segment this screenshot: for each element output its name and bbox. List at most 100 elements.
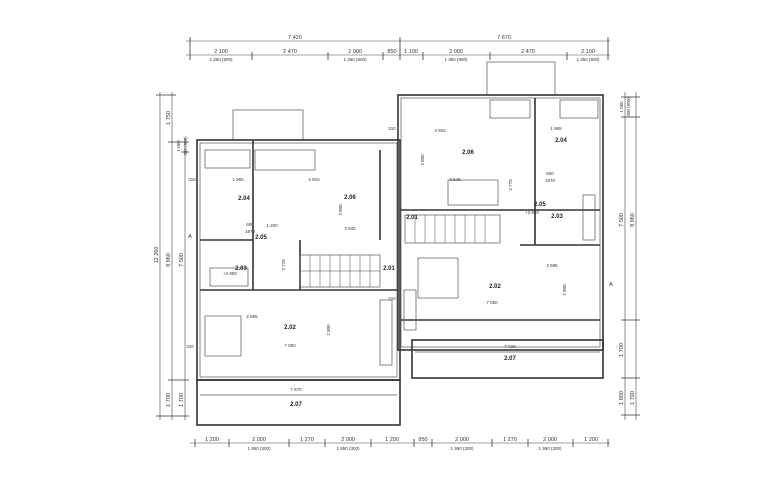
- dim-segment: 2 100: [214, 49, 228, 55]
- dim-segment: 7 500: [179, 253, 185, 267]
- dim-segment: 1 700: [166, 393, 172, 407]
- dim-segment: 1 270: [503, 437, 517, 443]
- dim-label: 1 965: [550, 126, 562, 131]
- dim-sub: 300 (900): [626, 97, 631, 117]
- dim-label: 2 800: [326, 324, 331, 336]
- dim-label: 7 050: [284, 343, 296, 348]
- top-dimension-chain: 7 420 7 670 2 100 2 470 2 000 850 1 100 …: [186, 35, 610, 62]
- dim-segment: 1 270: [300, 437, 314, 443]
- left-dimension-chain: 12 260 1 750 8 960 1 700 1 060 350 (900)…: [154, 92, 192, 420]
- dim-segment: 1 060: [176, 140, 181, 152]
- balcony: [196, 379, 401, 426]
- dim-label: 600: [546, 171, 554, 176]
- dim-segment: 2 000: [252, 437, 266, 443]
- dim-segment: 2 470: [283, 49, 297, 55]
- dim-label: 1 200: [266, 223, 278, 228]
- dim-label: 1970: [545, 178, 556, 183]
- section-marker-right: A: [609, 282, 613, 288]
- dim-segment: 1 700: [619, 343, 625, 357]
- dim-segment: 1 750: [166, 111, 172, 125]
- balcony: [411, 339, 604, 379]
- right-dimension-chain: 1 060 300 (900) 7 500 8 960 1 700 1 800 …: [609, 92, 640, 420]
- dim-segment: 850: [387, 49, 396, 55]
- dim-total: 12 260: [154, 247, 160, 264]
- room-label: 2.03: [551, 214, 563, 220]
- room-label: 2.07: [290, 402, 302, 408]
- dim-label: 1 965: [232, 177, 244, 182]
- dim-total-left: 7 420: [288, 35, 302, 41]
- room-label: 2.07: [504, 356, 516, 362]
- dim-segment: 1 060: [619, 101, 624, 113]
- room-label: 2.01: [383, 266, 395, 272]
- room-label: 2.05: [534, 202, 546, 208]
- dim-segment: 1 700: [179, 393, 185, 407]
- dim-label: 4 915: [434, 128, 446, 133]
- bathtub: [559, 99, 599, 119]
- dim-segment: 2 000: [341, 437, 355, 443]
- section-marker-left: A: [188, 234, 192, 240]
- dim-segment: 1 200: [385, 437, 399, 443]
- room-label: 2.05: [255, 235, 267, 241]
- dim-segment: 7 500: [619, 213, 625, 227]
- staircase: [299, 254, 381, 288]
- dim-segment: 2 470: [521, 49, 535, 55]
- wardrobe: [582, 194, 596, 241]
- dim-label: 3 800: [420, 154, 425, 166]
- dim-label: 3 800: [338, 204, 343, 216]
- left-unit: 2.04 2.06 2.05 2.03 2.01 2.02 2.07 4 915…: [186, 109, 401, 426]
- room-label: 2.06: [462, 150, 474, 156]
- dim-segment: 2 100: [581, 49, 595, 55]
- dim-label: 3 545: [449, 177, 461, 182]
- dim-total: 8 960: [630, 213, 636, 227]
- bathtub: [204, 149, 251, 169]
- dim-sub: 1 950 (300): [450, 446, 474, 451]
- room-label: 2.04: [555, 138, 567, 144]
- staircase: [404, 214, 501, 244]
- dim-label: 2 685: [546, 263, 558, 268]
- dim-sub: 1 950 (300): [538, 446, 562, 451]
- dim-segment: 2 000: [348, 49, 362, 55]
- window-bay: [232, 109, 304, 141]
- level-label: +2.950: [525, 210, 539, 215]
- dim-label: 7 050: [486, 300, 498, 305]
- dim-segment: 2 000: [455, 437, 469, 443]
- dim-label: 2 770: [508, 179, 513, 191]
- dim-segment: 950: [418, 437, 427, 443]
- dim-label: 310: [188, 177, 196, 182]
- room-label: 2.06: [344, 195, 356, 201]
- room-label: 2.02: [489, 284, 501, 290]
- wardrobe: [379, 299, 393, 366]
- dim-sub: 1 350 (900): [444, 57, 468, 62]
- bed: [417, 257, 459, 299]
- dim-sub: 1 350 (900): [576, 57, 600, 62]
- dim-total-right: 7 670: [497, 35, 511, 41]
- window-bay: [486, 61, 556, 96]
- level-label: +2.950: [223, 271, 237, 276]
- dim-label: 310: [388, 296, 396, 301]
- dim-label: 2 800: [562, 284, 567, 296]
- dim-label: 4 915: [308, 177, 320, 182]
- dim-segment: 8 960: [166, 253, 172, 267]
- room-label: 2.04: [238, 196, 250, 202]
- dim-label: 310: [388, 126, 396, 131]
- dim-sub: 1 950 (300): [247, 446, 271, 451]
- bed: [204, 315, 242, 357]
- right-unit: 2.06 2.04 2.05 2.03 2.01 2.02 2.07 4 915…: [388, 61, 604, 379]
- dim-segment: 1 800: [619, 391, 625, 405]
- room-label: 2.01: [406, 215, 418, 221]
- dim-label: 7 670: [290, 387, 302, 392]
- dim-label: 1970: [245, 229, 256, 234]
- dim-label: 3 545: [344, 226, 356, 231]
- wardrobe: [403, 289, 417, 331]
- dim-segment: 1 100: [404, 49, 418, 55]
- bottom-dimension-chain: 1 200 2 000 1 270 2 000 1 200 950 2 000 …: [190, 437, 610, 451]
- dim-label: 310: [186, 344, 194, 349]
- room-label: 2.03: [235, 266, 247, 272]
- dim-label: 600: [246, 222, 254, 227]
- dim-label: 2 685: [246, 314, 258, 319]
- dim-label: 2 770: [281, 259, 286, 271]
- dim-segment: 2 000: [543, 437, 557, 443]
- dim-sub: 1 350 (900): [209, 57, 233, 62]
- dim-segment: 1 200: [584, 437, 598, 443]
